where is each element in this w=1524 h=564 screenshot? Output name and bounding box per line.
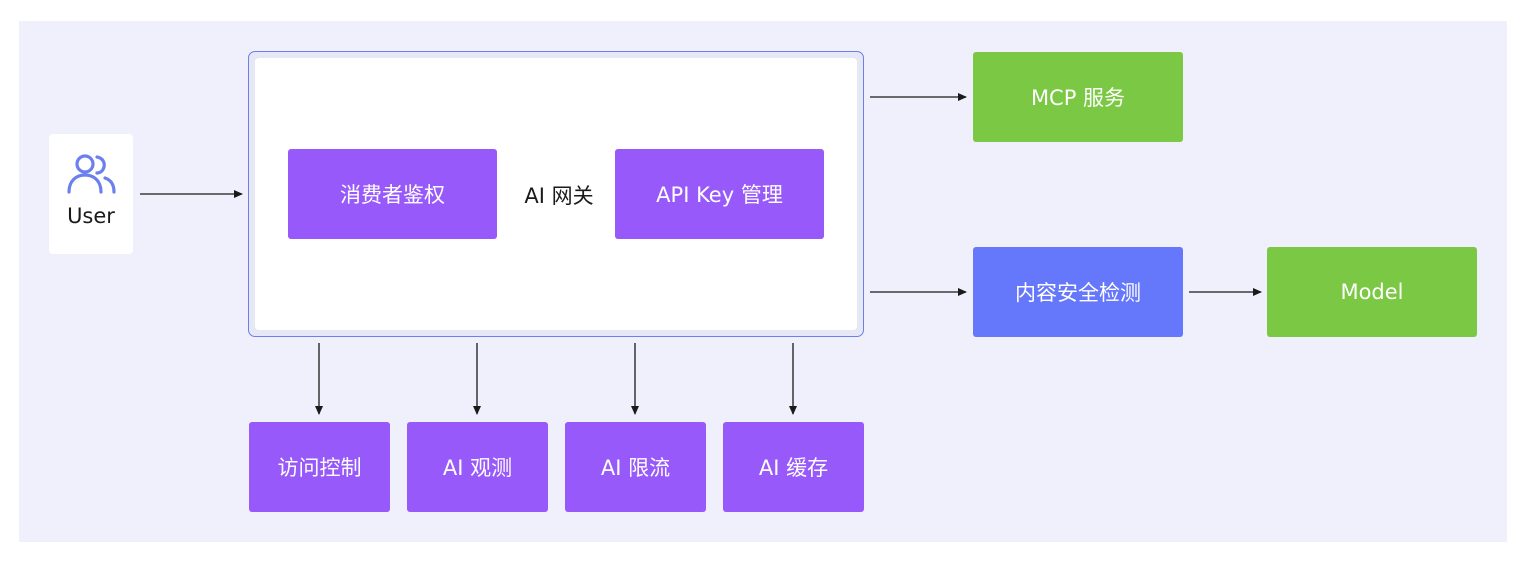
ai-observability-plugin: AI 观测 [407, 422, 548, 512]
access-control-plugin: 访问控制 [249, 422, 390, 512]
consumer-auth-module: 消费者鉴权 [288, 149, 497, 239]
ai-cache-plugin: AI 缓存 [723, 422, 864, 512]
user-group-icon [67, 154, 116, 194]
ai-gateway-label: AI 网关 [524, 184, 594, 208]
user-card [49, 134, 133, 254]
mcp-service-box: MCP 服务 [973, 52, 1183, 142]
content-safety-box: 内容安全检测 [973, 247, 1183, 337]
model-box: Model [1267, 247, 1477, 337]
api-key-management-module: API Key 管理 [615, 149, 824, 239]
user-label: User [67, 204, 115, 228]
ai-rate-limit-plugin: AI 限流 [565, 422, 706, 512]
